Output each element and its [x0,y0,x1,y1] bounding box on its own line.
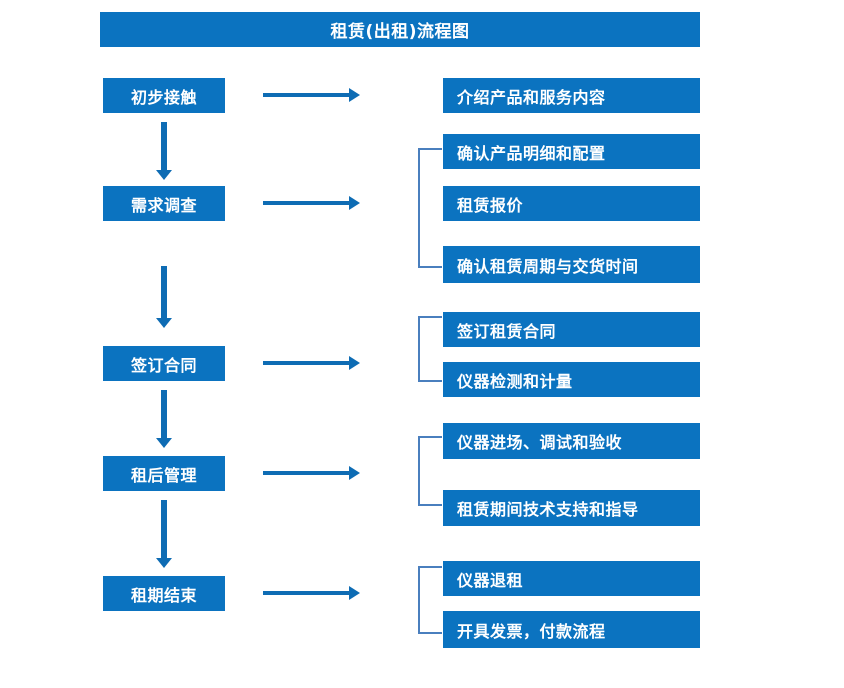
detail-box-7[interactable]: 仪器进场、调试和验收 [443,423,700,459]
stage-box-3[interactable]: 签订合同 [103,346,225,381]
stage-box-5[interactable]: 租期结束 [103,576,225,611]
detail-box-6[interactable]: 仪器检测和计量 [443,362,700,397]
vertical-arrow-stage4-stage5 [156,500,172,568]
vertical-arrow-stage3-stage4 [156,390,172,448]
detail-box-9[interactable]: 仪器退租 [443,561,700,596]
detail-box-2[interactable]: 确认产品明细和配置 [443,134,700,169]
vertical-arrow-stage2-stage3 [156,266,172,328]
horizontal-arrow-stage3 [263,356,360,370]
bracket-group-3 [418,316,442,382]
detail-box-8[interactable]: 租赁期间技术支持和指导 [443,490,700,526]
stage-box-1[interactable]: 初步接触 [103,78,225,113]
horizontal-arrow-stage1 [263,88,360,102]
bracket-group-2 [418,148,442,268]
vertical-arrow-stage1-stage2 [156,122,172,180]
bracket-group-5 [418,566,442,634]
detail-box-4[interactable]: 确认租赁周期与交货时间 [443,246,700,283]
stage-box-4[interactable]: 租后管理 [103,456,225,491]
detail-box-5[interactable]: 签订租赁合同 [443,312,700,347]
detail-box-1[interactable]: 介绍产品和服务内容 [443,78,700,113]
horizontal-arrow-stage4 [263,466,360,480]
detail-box-3[interactable]: 租赁报价 [443,186,700,221]
horizontal-arrow-stage2 [263,196,360,210]
horizontal-arrow-stage5 [263,586,360,600]
diagram-title: 租赁(出租)流程图 [100,12,700,47]
stage-box-2[interactable]: 需求调查 [103,186,225,221]
detail-box-10[interactable]: 开具发票，付款流程 [443,611,700,648]
bracket-group-4 [418,436,442,506]
